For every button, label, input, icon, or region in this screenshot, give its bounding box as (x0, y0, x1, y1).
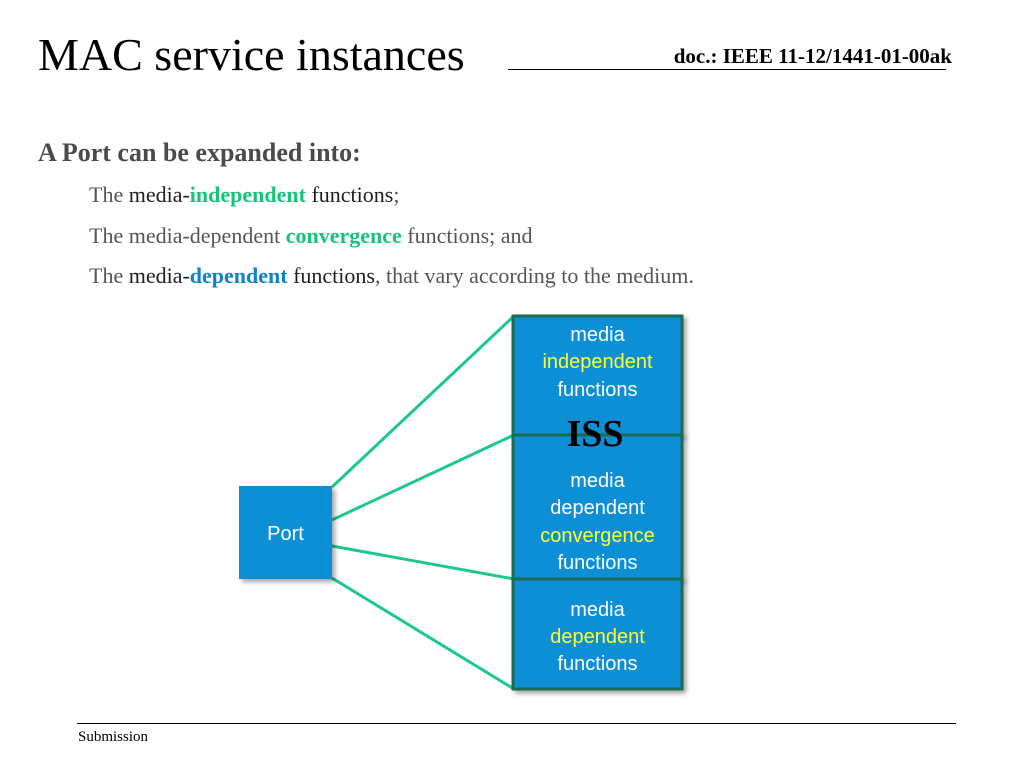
section-heading: A Port can be expanded into: (38, 138, 361, 167)
connector-line-upper-middle (331, 433, 515, 522)
bullet-prefix: The media-dependent (89, 223, 286, 248)
box1-line1: media (570, 324, 625, 346)
footer-submission: Submission (78, 729, 149, 745)
bullet-convergence: The media-dependent convergence function… (89, 223, 533, 249)
bullet-media-dependent: The media-dependent functions, that vary… (89, 263, 694, 289)
document-reference: doc.: IEEE 11-12/1441-01-00ak (673, 44, 952, 68)
bullet-dark-suffix: functions (287, 263, 375, 288)
iss-label: ISS (566, 413, 623, 455)
port-label: Port (267, 523, 304, 545)
box1-line2: independent (542, 351, 653, 373)
connector-line-lower-middle (331, 544, 515, 581)
bullet-highlight: dependent (189, 263, 288, 288)
bullet-suffix: , that vary according to the medium. (374, 263, 694, 288)
bullet-prefix: The (89, 182, 129, 207)
box2-line4: functions (557, 552, 637, 574)
footer-divider (77, 723, 956, 724)
box3-line3: functions (557, 653, 637, 675)
box2-line3: convergence (540, 525, 655, 547)
bullet-dark-suffix: functions (305, 182, 394, 207)
port-box: Port (239, 486, 332, 579)
box2-line1: media (570, 470, 625, 492)
bullet-dark-text: media- (128, 263, 190, 288)
connector-lines (330, 314, 516, 691)
bullet-highlight: independent (189, 182, 306, 207)
bullet-suffix: functions; and (401, 223, 533, 248)
connector-line-bottom (331, 576, 515, 691)
box3-line1: media (570, 599, 625, 621)
convergence-box (511, 433, 684, 581)
function-stack: media independent functions media depend… (511, 314, 684, 691)
box1-line3: functions (557, 379, 637, 401)
port-box-shape (239, 486, 332, 579)
bullet-highlight: convergence (285, 223, 402, 248)
box3-line2: dependent (550, 626, 645, 648)
bullet-media-independent: The media-independent functions; (89, 182, 399, 208)
connector-line-top (330, 314, 516, 489)
slide-title: MAC service instances (38, 29, 465, 80)
media-independent-box (511, 314, 684, 437)
bullet-suffix: ; (393, 182, 400, 207)
box2-line2: dependent (550, 497, 645, 519)
media-dependent-box (511, 577, 684, 691)
bullet-prefix: The (89, 263, 129, 288)
title-underline (508, 69, 946, 70)
bullet-dark-text: media- (128, 182, 190, 207)
